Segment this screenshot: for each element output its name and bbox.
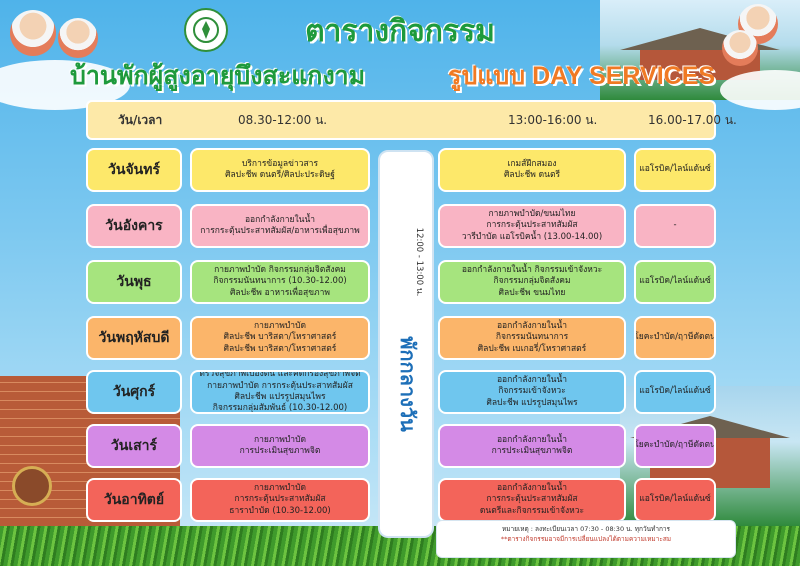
evening-activities-cell: แอโรบิค/ไลน์แด้นซ์ bbox=[634, 260, 716, 304]
activity-text: ศิลปะชีพ เบเกอรี่/โหราศาสตร์ bbox=[477, 343, 587, 354]
activity-text: กิจกรรมนันทนาการ (10.30-12.00) bbox=[213, 276, 347, 287]
activity-text: ศิลปะชีพ ดนตรี bbox=[503, 170, 561, 180]
schedule-header: วัน/เวลา 08.30-12:00 น. 13:00-16:00 น. 1… bbox=[86, 100, 737, 140]
evening-activities-cell: แอโรบิค/ไลน์แด้นซ์ bbox=[634, 478, 716, 522]
lunch-label: พักกลางวัน bbox=[396, 336, 420, 432]
activity-text: ออกกำลังกายในน้ำ bbox=[244, 214, 316, 225]
evening-activities-cell: แอโรบิค/ไลน์แด้นซ์ bbox=[634, 148, 716, 192]
activity-text: ศิลปะชีพ ขนมไทย bbox=[498, 287, 566, 298]
afternoon-activities-cell: ออกกำลังกายในน้ำกิจกรรมนันทนาการศิลปะชีพ… bbox=[438, 316, 626, 360]
day-label: วันจันทร์ bbox=[86, 148, 182, 192]
activity-text: กายภาพบำบัด bbox=[254, 434, 306, 445]
footer-disclaimer: **ตารางกิจกรรมอาจมีการเปลี่ยนแปลงได้ตามค… bbox=[500, 534, 672, 543]
day-label: วันศุกร์ bbox=[86, 370, 182, 414]
morning-activities-cell: บริการข้อมูลข่าวสารศิลปะชีพ ดนตรี/ศิลปะป… bbox=[190, 148, 370, 192]
header-day-time: วัน/เวลา bbox=[118, 112, 163, 127]
elderly-woman-photo bbox=[58, 18, 98, 58]
activity-text: การกระตุ้นประสาทสัมผัส bbox=[486, 220, 578, 231]
day-label: วันพฤหัสบดี bbox=[86, 316, 182, 360]
afternoon-activities-cell: ออกกำลังกายในน้ำ กิจกรรมเข้าจังหวะกิจกรร… bbox=[438, 260, 626, 304]
page-title: ตารางกิจกรรม bbox=[305, 15, 495, 48]
day-label: วันอาทิตย์ bbox=[86, 478, 182, 522]
activity-text: ศิลปะชีพ แปรรูปสมุนไพร bbox=[234, 392, 326, 402]
evening-activities-cell: - bbox=[634, 204, 716, 248]
activity-text: กายภาพบำบัด การกระตุ้นประสาทสัมผัส bbox=[207, 380, 353, 391]
activity-text: วารีบำบัด แอโรบิคน้ำ (13.00-14.00) bbox=[461, 231, 603, 242]
afternoon-activities-cell: กายภาพบำบัด/ขนมไทยการกระตุ้นประสาทสัมผัส… bbox=[438, 204, 626, 248]
activity-text: กิจกรรมเข้าจังหวะ bbox=[498, 386, 566, 397]
page-subtitle-service: รูปแบบ DAY SERVICES bbox=[448, 62, 716, 90]
activity-text: บริการข้อมูลข่าวสาร bbox=[241, 158, 319, 169]
footer-note: หมายเหตุ : ลงทะเบียนเวลา 07:30 - 08:30 น… bbox=[436, 520, 736, 558]
day-label: วันพุธ bbox=[86, 260, 182, 304]
activity-text: ออกกำลังกายในน้ำ bbox=[496, 434, 568, 445]
cloud bbox=[720, 70, 800, 110]
footer-registration: หมายเหตุ : ลงทะเบียนเวลา 07:30 - 08:30 น… bbox=[501, 525, 671, 533]
activity-text: ออกกำลังกายในน้ำ bbox=[496, 320, 568, 331]
morning-activities-cell: ออกกำลังกายในน้ำการกระตุ้นประสาทสัมผัส/อ… bbox=[190, 204, 370, 248]
evening-activities-cell: โยคะบำบัด/ฤาษีดัดตน bbox=[634, 316, 716, 360]
activity-text: กายภาพบำบัด กิจกรรมกลุ่มจิตสังคม bbox=[214, 264, 346, 275]
activity-text: ศิลปะชีพ ดนตรี/ศิลปะประดิษฐ์ bbox=[225, 170, 335, 180]
wall-seal-emblem bbox=[12, 466, 52, 506]
afternoon-activities-cell: ออกกำลังกายในน้ำการกระตุ้นประสาทสัมผัสดน… bbox=[438, 478, 626, 522]
bma-logo bbox=[184, 8, 228, 52]
afternoon-activities-cell: ออกกำลังกายในน้ำกิจกรรมเข้าจังหวะศิลปะชี… bbox=[438, 370, 626, 414]
afternoon-activities-cell: เกมส์ฝึกสมองศิลปะชีพ ดนตรี bbox=[438, 148, 626, 192]
activity-text: กิจกรรมกลุ่มจิตสังคม bbox=[493, 276, 571, 287]
header-evening: 16.00-17.00 น. bbox=[648, 112, 737, 127]
lunch-break-column: 12:00 - 13:00 น. พักกลางวัน bbox=[378, 150, 434, 538]
activity-text: กิจกรรมนันทนาการ bbox=[495, 332, 569, 343]
elderly-woman-photo bbox=[722, 30, 758, 66]
activity-text: กายภาพบำบัด/ขนมไทย bbox=[488, 208, 576, 219]
activity-text: การกระตุ้นประสาทสัมผัส bbox=[486, 494, 578, 505]
activity-text: กายภาพบำบัด bbox=[254, 320, 306, 331]
morning-activities-cell: กายภาพบำบัดศิลปะชีพ บาริสตา/โหราศาสตร์ศิ… bbox=[190, 316, 370, 360]
morning-activities-cell: ตรวจสุขภาพเบื้องต้น และคัดกรองสุขภาพจิตก… bbox=[190, 370, 370, 414]
activity-text: ศิลปะชีพ อาหารเพื่อสุขภาพ bbox=[229, 287, 331, 298]
day-label: วันอังคาร bbox=[86, 204, 182, 248]
activity-text: ออกกำลังกายในน้ำ bbox=[496, 482, 568, 493]
morning-activities-cell: กายภาพบำบัด กิจกรรมกลุ่มจิตสังคมกิจกรรมน… bbox=[190, 260, 370, 304]
activity-text: ศิลปะชีพ แปรรูปสมุนไพร bbox=[486, 397, 578, 408]
activity-text: การประเมินสุขภาพจิต bbox=[239, 446, 321, 456]
activity-text: ศิลปะชีพ บาริสตา/โหราศาสตร์ bbox=[223, 332, 337, 343]
lunch-time: 12:00 - 13:00 น. bbox=[414, 227, 424, 297]
activity-text: แอโรบิค/ไลน์แด้นซ์ bbox=[639, 386, 711, 397]
activity-text: ตรวจสุขภาพเบื้องต้น และคัดกรองสุขภาพจิต bbox=[199, 370, 361, 380]
activity-text: ดนตรีและกิจกรรมเข้าจังหวะ bbox=[479, 505, 585, 516]
activity-text: ออกกำลังกายในน้ำ bbox=[496, 374, 568, 385]
morning-activities-cell: กายภาพบำบัดการประเมินสุขภาพจิต bbox=[190, 424, 370, 468]
activity-text: แอโรบิค/ไลน์แด้นซ์ bbox=[639, 164, 711, 175]
evening-activities-cell: โยคะบำบัด/ฤาษีดัดตน bbox=[634, 424, 716, 468]
page-subtitle: บ้านพักผู้สูงอายุบึงสะแกงาม bbox=[70, 62, 366, 90]
activity-text: ออกกำลังกายในน้ำ กิจกรรมเข้าจังหวะ bbox=[461, 264, 603, 275]
morning-activities-cell: กายภาพบำบัดการกระตุ้นประสาทสัมผัสธาราบำบ… bbox=[190, 478, 370, 522]
elderly-man-photo bbox=[10, 10, 56, 56]
activity-text: โยคะบำบัด/ฤาษีดัดตน bbox=[634, 440, 716, 451]
afternoon-activities-cell: ออกกำลังกายในน้ำการประเมินสุขภาพจิต bbox=[438, 424, 626, 468]
activity-text: ธาราบำบัด (10.30-12.00) bbox=[229, 505, 331, 516]
activity-text: กายภาพบำบัด bbox=[254, 482, 306, 493]
header-morning: 08.30-12:00 น. bbox=[238, 112, 328, 127]
activity-text: เกมส์ฝึกสมอง bbox=[507, 158, 557, 169]
activity-text: - bbox=[673, 220, 677, 231]
header-afternoon: 13:00-16:00 น. bbox=[508, 112, 598, 127]
activity-text: แอโรบิค/ไลน์แด้นซ์ bbox=[639, 276, 711, 287]
evening-activities-cell: แอโรบิค/ไลน์แด้นซ์ bbox=[634, 370, 716, 414]
activity-text: ศิลปะชีพ บาริสตา/โหราศาสตร์ bbox=[223, 343, 337, 354]
activity-text: การกระตุ้นประสาทสัมผัส/อาหารเพื่อสุขภาพ bbox=[200, 226, 360, 236]
activity-text: กิจกรรมกลุ่มสัมพันธ์ (10.30-12.00) bbox=[212, 403, 348, 414]
activity-text: การกระตุ้นประสาทสัมผัส bbox=[234, 494, 326, 505]
activity-text: โยคะบำบัด/ฤาษีดัดตน bbox=[634, 332, 716, 343]
activity-text: แอโรบิค/ไลน์แด้นซ์ bbox=[639, 494, 711, 505]
day-label: วันเสาร์ bbox=[86, 424, 182, 468]
activity-text: การประเมินสุขภาพจิต bbox=[491, 446, 573, 456]
